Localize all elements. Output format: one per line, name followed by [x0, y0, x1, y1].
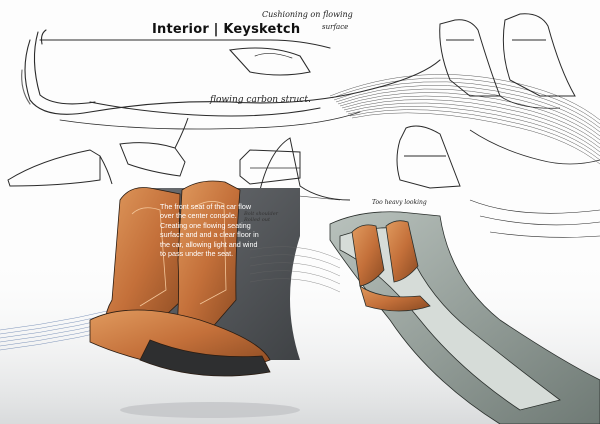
seat-description: The front seat of the car flow over the …	[160, 202, 259, 259]
rendered-console	[329, 211, 600, 424]
flow-lines-centre	[249, 246, 341, 293]
sheet-title: Interior | Keysketch	[152, 22, 301, 37]
annotation-small-1: Bolt shoulder	[244, 211, 279, 217]
rendered-seat-pair	[89, 180, 271, 377]
seat-sketch-middle	[7, 117, 351, 201]
annotation-small-2: Rolled out	[244, 217, 270, 223]
flow-lines-top	[329, 74, 600, 165]
seat-sketch-right-top	[439, 13, 576, 109]
top-seat-sketch	[21, 29, 441, 130]
annotation-carbon-structure: flowing carbon struct.	[210, 95, 311, 105]
seat-sketch-right-middle	[396, 125, 600, 238]
annotation-too-heavy: Too heavy looking	[372, 199, 427, 206]
annotation-cushioning: Cushioning on flowing	[262, 10, 353, 19]
annotation-surface: surface	[322, 23, 349, 31]
